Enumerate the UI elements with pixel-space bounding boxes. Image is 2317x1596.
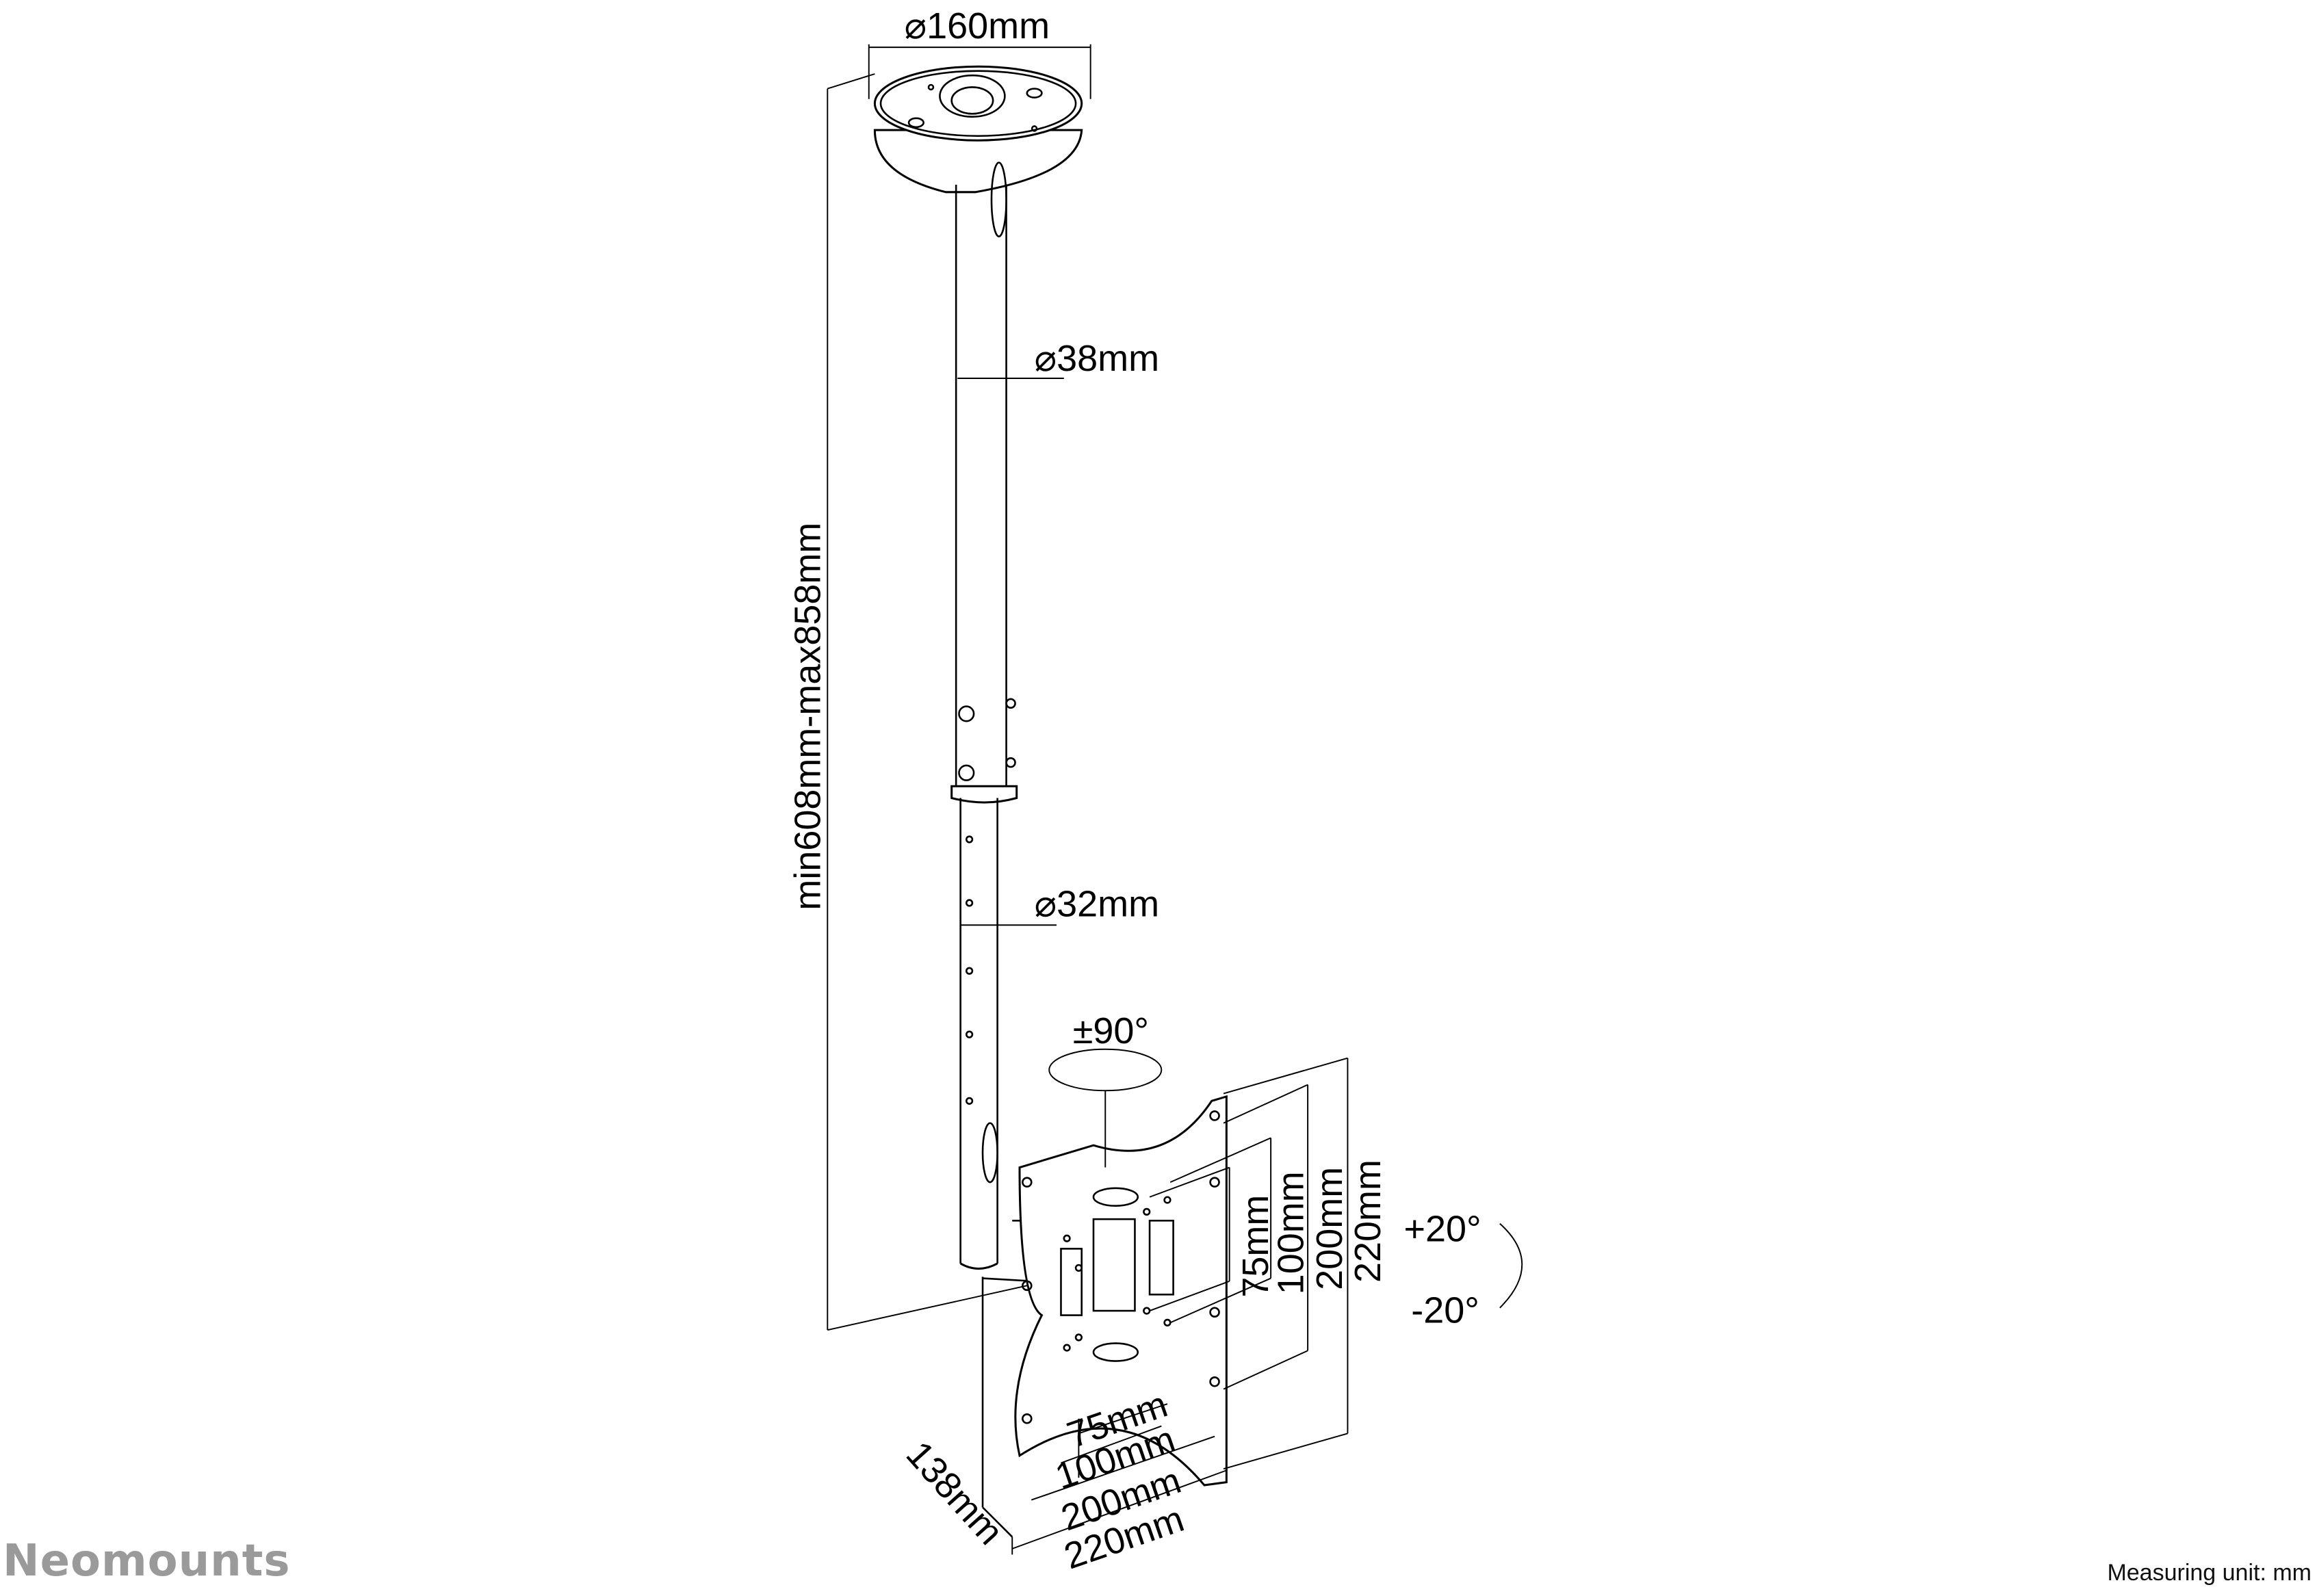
vesa-v-100-label: 100mm	[1271, 1171, 1312, 1294]
brand-logo: Neomounts	[3, 1536, 291, 1586]
depth-label: 138mm	[898, 1434, 1011, 1553]
lower-pole-diameter-label: ⌀32mm	[1035, 883, 1159, 924]
upper-pole-diameter-label: ⌀38mm	[1035, 338, 1159, 379]
swivel-label: ±90°	[1073, 1010, 1149, 1051]
dimension-lines	[827, 44, 1523, 1555]
vesa-plate	[1014, 1095, 1228, 1487]
lower-pole	[959, 798, 998, 1270]
vesa-v-75-label: 75mm	[1235, 1195, 1276, 1298]
upper-pole	[950, 161, 1018, 804]
tilt-down-label: -20°	[1411, 1290, 1479, 1331]
vesa-v-200-label: 200mm	[1309, 1167, 1350, 1290]
vesa-v-220-label: 220mm	[1347, 1160, 1388, 1283]
base-diameter-label: ⌀160mm	[905, 5, 1050, 47]
ceiling-plate	[873, 65, 1083, 194]
tilt-up-label: +20°	[1403, 1209, 1481, 1250]
height-range-label: min608mm-max858mm	[787, 523, 828, 911]
measuring-unit-note: Measuring unit: mm	[2107, 1560, 2312, 1586]
